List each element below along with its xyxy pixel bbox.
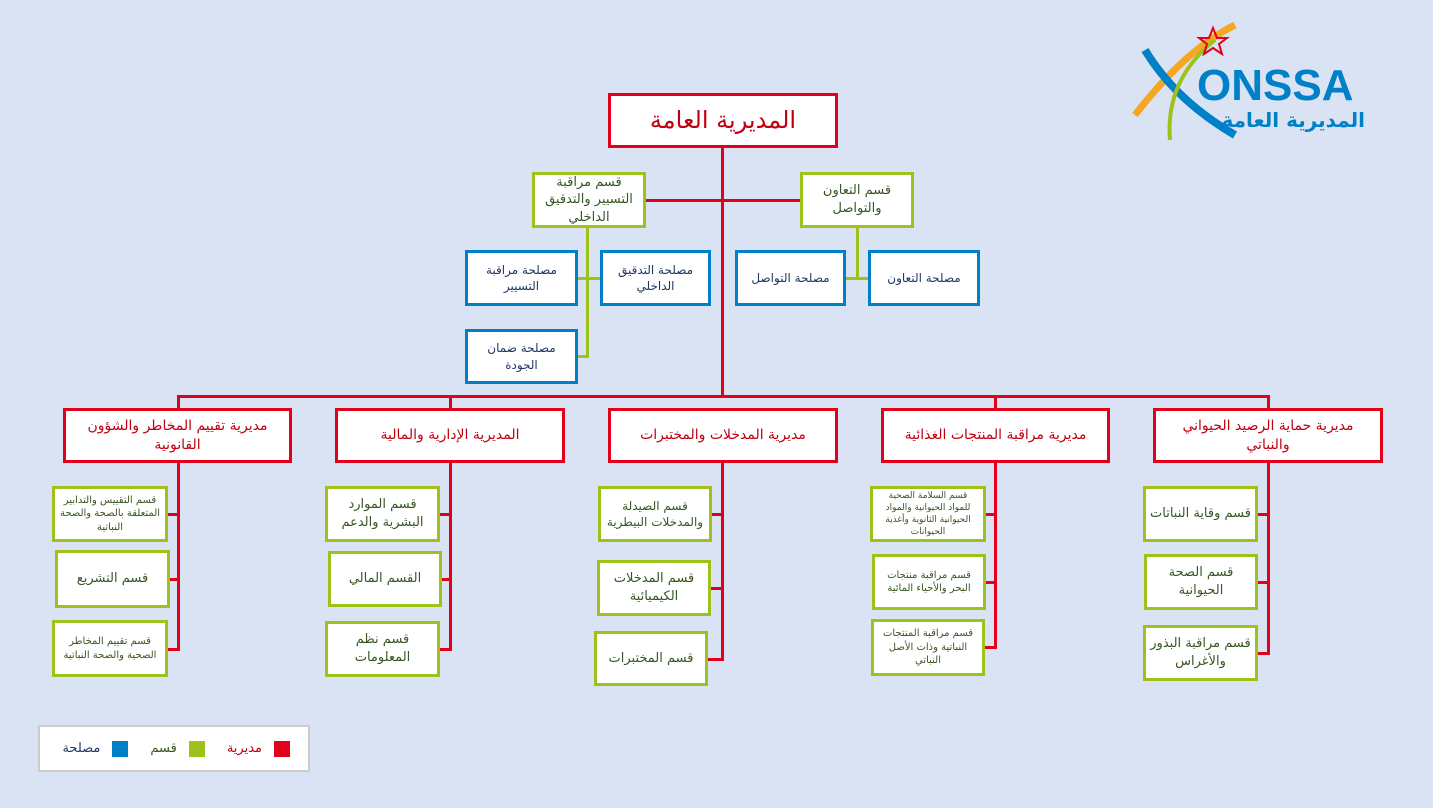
connector	[985, 646, 995, 649]
division-box: قسم الموارد البشرية والدعم	[325, 486, 440, 542]
connector	[170, 578, 178, 581]
legend-item-division: قسم	[150, 740, 205, 757]
connector	[578, 277, 600, 280]
connector	[1267, 463, 1270, 655]
directorate-box: مديرية تقييم المخاطر والشؤون القانونية	[63, 408, 292, 463]
directorate-box: مديرية مراقبة المنتجات الغذائية	[881, 408, 1110, 463]
division-box: قسم الصيدلة والمدخلات البيطرية	[598, 486, 712, 542]
blue-swatch-icon	[112, 740, 129, 757]
connector	[442, 578, 450, 581]
red-swatch-icon	[274, 740, 290, 757]
connector	[856, 228, 859, 280]
connector	[708, 658, 722, 661]
connector	[721, 148, 724, 398]
service-box: مصلحة التواصل	[735, 250, 846, 306]
connector	[1258, 652, 1268, 655]
logo-subtitle: المديرية العامة	[1221, 108, 1365, 132]
connector	[440, 513, 450, 516]
division-box: القسم المالي	[328, 551, 442, 607]
connector	[586, 228, 589, 358]
onssa-logo: ONSSA المديرية العامة	[1125, 20, 1395, 150]
connector	[986, 581, 995, 584]
connector	[168, 513, 178, 516]
legend-label: مصلحة	[62, 741, 101, 756]
legend-item-service: مصلحة	[62, 740, 129, 757]
connector	[721, 463, 724, 661]
connector	[646, 199, 800, 202]
connector	[168, 648, 178, 651]
connector	[994, 463, 997, 649]
division-box: قسم التشريع	[55, 550, 170, 608]
division-box: قسم وقاية النباتات	[1143, 486, 1258, 542]
division-box: قسم المدخلات الكيميائية	[597, 560, 711, 616]
division-box: قسم مراقبة البذور والأغراس	[1143, 625, 1258, 681]
division-box: قسم تقييم المخاطر الصحية والصحة النباتية	[52, 620, 168, 677]
division-box: قسم السلامة الصحية للمواد الحيوانية والم…	[870, 486, 986, 542]
connector	[986, 513, 995, 516]
connector	[712, 513, 722, 516]
connector	[1258, 513, 1268, 516]
directorate-box: مديرية حماية الرصيد الحيواني والنباتي	[1153, 408, 1383, 463]
division-box: قسم مراقبة التسيير والتدقيق الداخلي	[532, 172, 646, 228]
connector	[177, 395, 180, 408]
connector	[449, 463, 452, 651]
connector	[846, 277, 868, 280]
division-box: قسم المختبرات	[594, 631, 708, 686]
division-box: قسم التقييس والتدابير المتعلقة بالصحة وا…	[52, 486, 168, 542]
general-direction-box: المديرية العامة	[608, 93, 838, 148]
service-box: مصلحة التعاون	[868, 250, 980, 306]
svg-text:ONSSA: ONSSA	[1197, 61, 1353, 110]
service-box: مصلحة ضمان الجودة	[465, 329, 578, 384]
legend-item-directorate: مديرية	[226, 740, 290, 757]
green-swatch-icon	[188, 740, 205, 757]
legend-label: مديرية	[226, 741, 262, 756]
connector	[440, 648, 450, 651]
division-box: قسم مراقبة المنتجات النباتية وذات الأصل …	[871, 619, 985, 676]
division-box: قسم مراقبة منتجات البحر والأحياء المائية	[872, 554, 986, 610]
connector	[177, 463, 180, 651]
division-box: قسم التعاون والتواصل	[800, 172, 914, 228]
connector	[711, 587, 722, 590]
legend-label: قسم	[150, 741, 177, 756]
division-box: قسم الصحة الحيوانية	[1144, 554, 1258, 610]
service-box: مصلحة مراقبة التسيير	[465, 250, 578, 306]
directorate-box: المديرية الإدارية والمالية	[335, 408, 565, 463]
directorate-box: مديرية المدخلات والمختبرات	[608, 408, 838, 463]
connector	[578, 355, 588, 358]
connector	[449, 395, 452, 408]
connector	[177, 395, 1270, 398]
legend: مديرية قسم مصلحة	[38, 725, 310, 772]
service-box: مصلحة التدقيق الداخلي	[600, 250, 711, 306]
connector	[1267, 395, 1270, 408]
connector	[1258, 581, 1268, 584]
division-box: قسم نظم المعلومات	[325, 621, 440, 677]
connector	[994, 395, 997, 408]
